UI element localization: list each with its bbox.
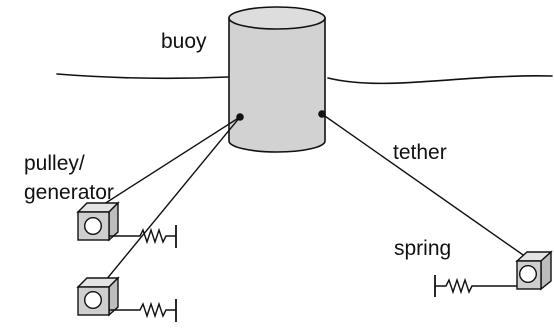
pulley-generator-right <box>515 250 553 291</box>
spring-right <box>434 275 517 297</box>
tether-line-left-lower <box>100 116 241 287</box>
spring-label: spring <box>394 237 452 260</box>
pulley-generator-label: pulley/ generator <box>24 149 114 207</box>
pulley-label-line-1: pulley/ <box>24 152 85 175</box>
tether-label: tether <box>393 141 447 164</box>
buoy-label: buoy <box>161 30 207 53</box>
water-surface-line <box>56 73 553 85</box>
spring-upper-left <box>109 225 177 248</box>
right-attachment-point <box>318 110 326 118</box>
tether-line-left-upper <box>100 116 241 207</box>
spring-lower-left <box>109 299 177 322</box>
pulley-generator-lower <box>76 276 120 317</box>
pulley-label-line-2: generator <box>24 181 114 204</box>
tether-line-right <box>321 113 527 258</box>
left-attachment-point <box>236 113 244 121</box>
pulley-generator-upper <box>76 201 120 242</box>
buoy-cylinder <box>228 6 326 153</box>
